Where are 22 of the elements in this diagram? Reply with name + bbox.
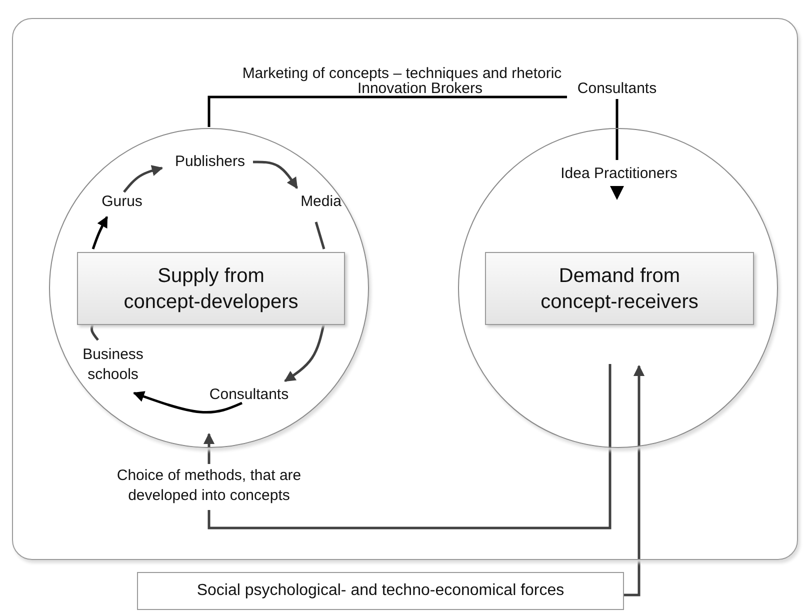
actor-label: Consultants [202, 385, 296, 405]
arrow [132, 391, 242, 414]
annotation-text: Marketing of concepts – techniques and rhetoric [241, 64, 563, 82]
arrow [624, 364, 645, 596]
actor-label: Choice of methods, that are developed into concepts [93, 466, 325, 508]
circle-group [458, 128, 778, 448]
arrow [123, 165, 164, 193]
arrow [203, 432, 215, 464]
concept-box: Supply from concept-developers [77, 252, 345, 325]
actor-label: Business schools [74, 345, 152, 385]
actor-label: Publishers [165, 152, 255, 172]
arrow [284, 322, 326, 382]
frame-background [12, 18, 798, 560]
arrow [252, 160, 298, 189]
concept-box: Demand from concept-receivers [485, 252, 754, 325]
forces-box: Social psychological- and techno-economical forces [137, 572, 624, 610]
actor-label: Media [292, 192, 350, 212]
circle-group [49, 128, 369, 448]
arrow [92, 216, 108, 250]
actor-label: Gurus [94, 192, 150, 212]
annotation-text: Innovation Brokers [357, 80, 484, 99]
actor-label: Idea Practitioners [542, 164, 696, 184]
